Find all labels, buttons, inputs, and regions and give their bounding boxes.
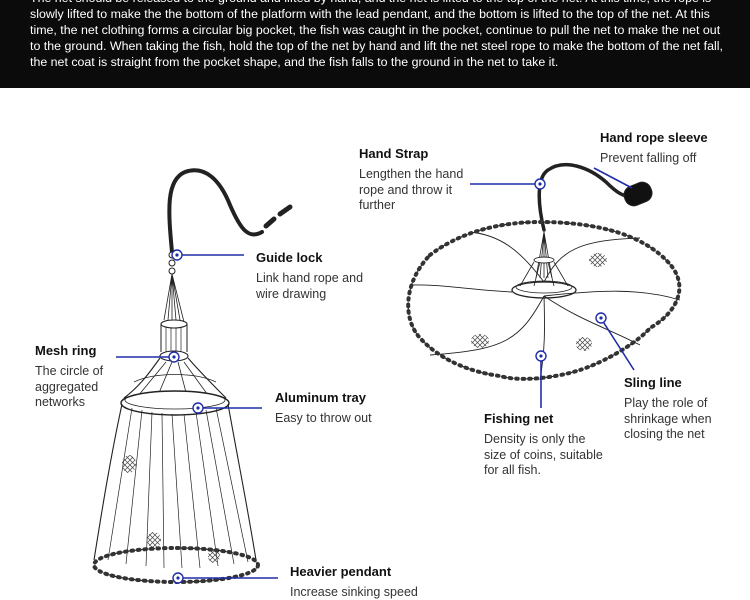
mesh-ring-title: Mesh ring bbox=[35, 343, 97, 358]
leader-hand-rope-sleeve bbox=[593, 167, 633, 189]
fishing-net-desc: Density is only the size of coins, suita… bbox=[484, 432, 603, 477]
fishing-net-title: Fishing net bbox=[484, 411, 554, 426]
sling-line-title: Sling line bbox=[624, 375, 682, 390]
leader-sling-line bbox=[601, 319, 635, 371]
aluminum-tray-desc: Easy to throw out bbox=[275, 411, 372, 425]
heavier-pendant-title: Heavier pendant bbox=[290, 564, 392, 579]
callout-leaders bbox=[116, 167, 635, 579]
guide-lock-desc: Link hand rope and wire drawing bbox=[256, 271, 364, 301]
aluminum-tray-title: Aluminum tray bbox=[275, 390, 367, 405]
hand-rope-open bbox=[537, 162, 636, 232]
rope-end-dashes bbox=[263, 204, 293, 229]
hand-rope-sleeve-title: Hand rope sleeve bbox=[600, 130, 708, 145]
heavier-pendant-desc: Increase sinking speed bbox=[290, 585, 418, 599]
mesh-ring-desc: The circle of aggregated networks bbox=[35, 364, 104, 409]
guide-lock-title: Guide lock bbox=[256, 250, 323, 265]
sling-line-desc: Play the role of shrinkage when closing … bbox=[624, 396, 712, 441]
hand-rope-sleeve-desc: Prevent falling off bbox=[600, 151, 697, 165]
open-cast-net-drawing bbox=[406, 162, 682, 381]
callout-markers bbox=[168, 178, 607, 584]
hand-rope bbox=[167, 168, 264, 254]
hand-strap-title: Hand Strap bbox=[359, 146, 429, 161]
hand-rope-sleeve-shape bbox=[623, 181, 653, 207]
instruction-text: The net should be released to the ground… bbox=[30, 0, 723, 69]
hand-strap-desc: Lengthen the hand rope and throw it furt… bbox=[359, 167, 464, 212]
instruction-banner: The net should be released to the ground… bbox=[0, 0, 750, 88]
